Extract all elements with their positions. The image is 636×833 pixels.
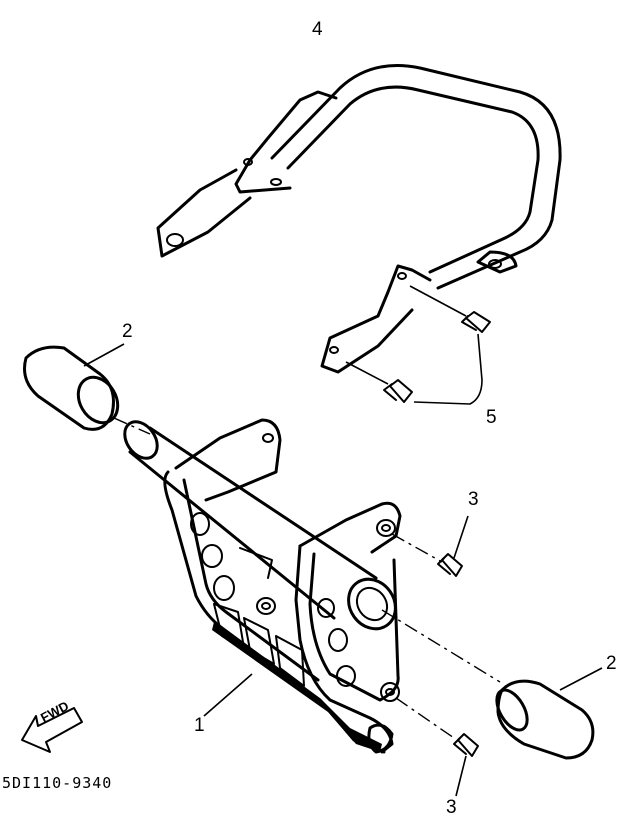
callout-part-1: 1 xyxy=(194,715,205,736)
callout-part-3-upper: 3 xyxy=(468,489,479,510)
bumper-frame-part-1 xyxy=(123,418,402,754)
diagram-code: 5DI110-9340 xyxy=(2,774,113,792)
bolts-part-5 xyxy=(345,285,491,405)
callout-part-2-left: 2 xyxy=(122,321,133,342)
callout-part-4: 4 xyxy=(312,19,323,40)
callout-part-2-right: 2 xyxy=(606,653,617,674)
bolt-upper-part-3 xyxy=(391,515,469,577)
end-cap-right-part-2 xyxy=(381,609,603,760)
grab-bar-part-4 xyxy=(156,64,562,374)
callout-part-3-lower: 3 xyxy=(446,797,457,818)
callout-part-5: 5 xyxy=(486,407,497,428)
bolt-lower xyxy=(345,361,413,403)
forward-arrow-icon xyxy=(21,707,83,753)
end-cap-left-part-2 xyxy=(23,343,151,435)
bolt-upper xyxy=(409,285,491,333)
bolt-lower-part-3 xyxy=(395,697,479,797)
